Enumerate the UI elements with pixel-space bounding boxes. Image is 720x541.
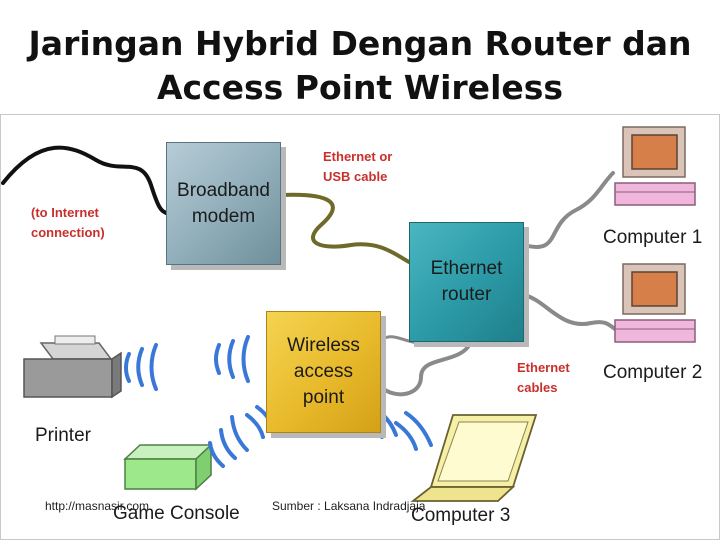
- printer-label: Printer: [35, 425, 91, 446]
- computer-1-icon: [614, 126, 696, 206]
- computer-1-label: Computer 1: [603, 227, 703, 248]
- computer-2-icon: [614, 263, 696, 343]
- page-title-line-1: Jaringan Hybrid Dengan Router dan: [28, 24, 692, 63]
- network-diagram: Broadband modem Ethernet router Wireless…: [0, 114, 720, 540]
- ethernet-usb-cable-label: Ethernet or USB cable: [323, 149, 393, 184]
- modem-router-cable: [279, 192, 411, 264]
- source-credit: Sumber : Laksana Indradjaja: [272, 499, 426, 513]
- computer-3-icon: [410, 414, 538, 502]
- wireless-access-point-node: Wireless access point: [266, 311, 381, 433]
- router-computer2-cable: [522, 293, 617, 331]
- game-console-label: Game Console: [113, 503, 240, 524]
- router-wap-cable-2: [379, 335, 433, 345]
- computer-3-label: Computer 3: [411, 505, 511, 526]
- page-title-line-2: Access Point Wireless: [156, 68, 564, 107]
- game-console-icon: [123, 443, 213, 491]
- internet-connection-label: (to Internet connection): [31, 205, 105, 240]
- router-wap-cable: [379, 340, 473, 397]
- ethernet-router-node: Ethernet router: [409, 222, 524, 342]
- internet-cable: [1, 145, 168, 215]
- computer-2-label: Computer 2: [603, 362, 703, 383]
- ethernet-cables-label: Ethernet cables: [517, 360, 570, 395]
- source-url: http://masnasir.com: [45, 499, 150, 513]
- page-title: Jaringan Hybrid Dengan Router dan Access…: [0, 22, 720, 110]
- router-computer1-cable: [522, 171, 615, 249]
- broadband-modem-node: Broadband modem: [166, 142, 281, 265]
- printer-icon: [23, 335, 122, 399]
- diagram-graphics: [1, 126, 696, 502]
